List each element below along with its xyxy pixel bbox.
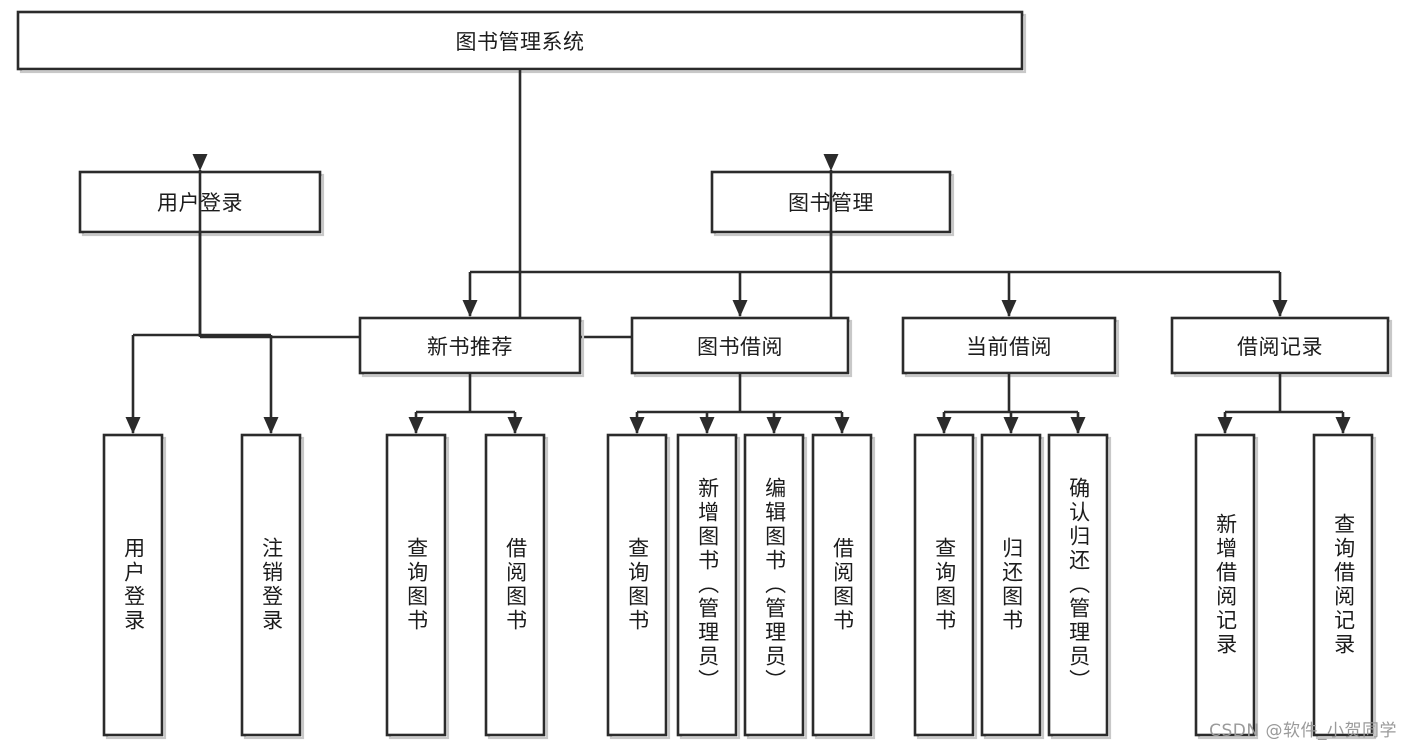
arrow-head-icon-book-manage-2 [1001,300,1017,317]
arrow-head-icon-borrow-record-0 [1217,417,1233,434]
arrow-head-icon-book-manage-1 [732,300,748,317]
node-box-nb-borrow[interactable] [484,433,549,740]
node-box-logout-do[interactable] [240,433,305,740]
arrow-head-icon-new-book-rec-1 [507,417,523,434]
csdn-watermark: CSDN @软件_小贺同学 [1209,721,1397,741]
arrow-head-icon-borrow-record-1 [1335,417,1351,434]
node-box-book-manage[interactable] [710,170,955,237]
node-box-br-add[interactable] [1194,433,1259,740]
arrow-head-icon-root-1 [823,154,839,171]
arrow-head-icon-root-0 [192,154,208,171]
node-box-bb-edit[interactable] [743,433,808,740]
arrow-head-icon-book-borrow-1 [699,417,715,434]
node-box-br-query[interactable] [1312,433,1377,740]
arrow-head-icon-new-book-rec-0 [408,417,424,434]
node-box-login-do[interactable] [102,433,167,740]
node-box-cb-confirm[interactable] [1047,433,1112,740]
node-box-bb-add[interactable] [676,433,741,740]
node-box-bb-borrow[interactable] [811,433,876,740]
node-box-cb-return[interactable] [980,433,1045,740]
arrow-head-icon-user-login-1 [263,417,279,434]
arrow-head-icon-book-borrow-0 [629,417,645,434]
arrow-head-icon-current-borrow-2 [1070,417,1086,434]
node-box-borrow-record[interactable] [1170,316,1393,378]
arrow-head-icon-book-manage-0 [462,300,478,317]
node-box-cb-query[interactable] [913,433,978,740]
node-box-book-borrow[interactable] [630,316,853,378]
arrow-head-icon-book-manage-3 [1272,300,1288,317]
arrow-head-icon-user-login-0 [125,417,141,434]
arrow-head-icon-book-borrow-2 [766,417,782,434]
node-box-new-book-rec[interactable] [358,316,585,378]
node-box-bb-query[interactable] [606,433,671,740]
arrow-head-icon-book-borrow-3 [834,417,850,434]
node-box-current-borrow[interactable] [901,316,1120,378]
arrow-head-icon-current-borrow-1 [1003,417,1019,434]
node-box-root[interactable] [16,10,1027,74]
node-box-nb-query[interactable] [385,433,450,740]
arrow-head-icon-current-borrow-0 [936,417,952,434]
node-box-user-login[interactable] [78,170,325,237]
